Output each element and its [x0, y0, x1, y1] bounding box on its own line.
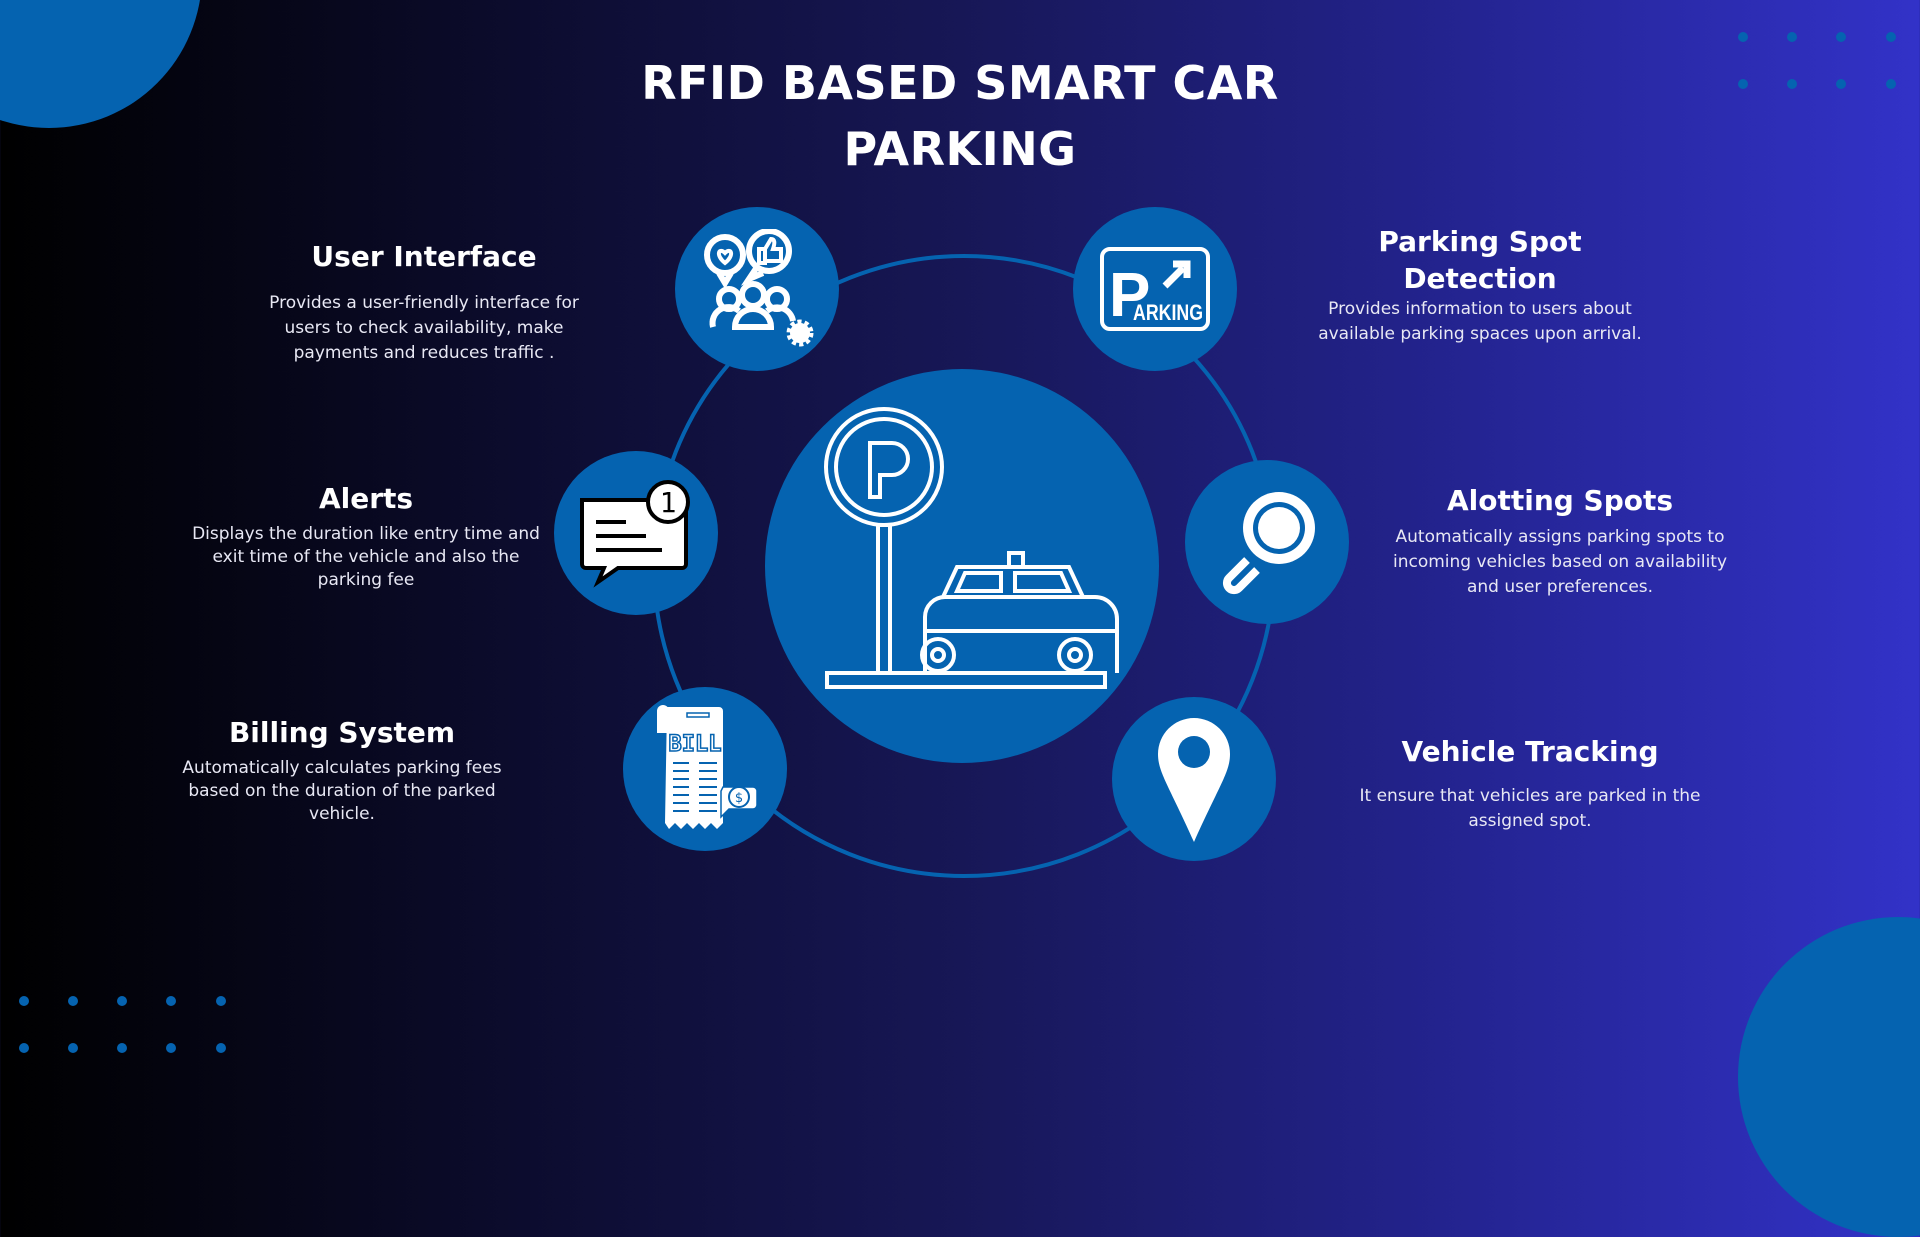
feature-vehicle-tracking: Vehicle Tracking It ensure that vehicles… [1330, 733, 1730, 834]
feature-title: Billing System [228, 716, 456, 749]
svg-text:1: 1 [660, 486, 677, 519]
svg-text:P: P [1109, 261, 1150, 330]
node-user-interface [675, 207, 839, 371]
page-title-line-1: RFID BASED SMART CAR [641, 56, 1279, 110]
feature-description: It ensure that vehicles are parked in th… [1359, 786, 1701, 831]
feature-billing-system: Billing System Automatically calculates … [172, 714, 512, 826]
svg-text:ARKING: ARKING [1133, 300, 1203, 325]
node-alotting-spots [1185, 460, 1349, 624]
feature-title: Alerts [318, 482, 414, 515]
svg-text:$: $ [735, 791, 743, 806]
node-vehicle-tracking [1112, 697, 1276, 861]
node-billing-system: BILL $ [623, 687, 787, 851]
parking-sign-car-icon [824, 407, 1119, 689]
parking-sign-icon: P ARKING [1100, 247, 1210, 331]
node-parking-spot-detection: P ARKING [1073, 207, 1237, 371]
users-feedback-gear-icon [704, 229, 814, 347]
feature-alerts: Alerts Displays the duration like entry … [186, 480, 546, 592]
feature-title: Alotting Spots [1446, 484, 1674, 517]
center-hub [765, 369, 1159, 763]
feature-user-interface: User Interface Provides a user-friendly … [239, 238, 609, 366]
feature-description: Automatically assigns parking spots to i… [1392, 527, 1728, 597]
node-alerts: 1 [554, 451, 718, 615]
page-title: RFID BASED SMART CAR PARKING [560, 50, 1360, 182]
feature-description: Automatically calculates parking fees ba… [182, 758, 502, 824]
feature-description: Provides a user-friendly interface for u… [269, 293, 579, 363]
feature-title: User Interface [311, 240, 537, 273]
page-title-line-2: PARKING [843, 122, 1077, 176]
feature-title: Vehicle Tracking [1401, 735, 1659, 768]
feature-description: Displays the duration like entry time an… [192, 524, 540, 590]
feature-parking-spot-detection: Parking Spot Detection Provides informat… [1280, 223, 1680, 347]
bill-receipt-icon: BILL $ [657, 705, 758, 829]
feature-description: Provides information to users about avai… [1318, 299, 1642, 344]
magnifier-icon [1222, 492, 1315, 595]
decorative-circle-top-left [0, 0, 202, 128]
decorative-circle-bottom-right [1738, 917, 1920, 1237]
feature-alotting-spots: Alotting Spots Automatically assigns par… [1360, 482, 1760, 600]
message-notification-icon: 1 [580, 480, 690, 588]
svg-text:BILL: BILL [669, 732, 722, 757]
feature-title: Parking Spot Detection [1378, 225, 1582, 295]
location-pin-icon [1158, 718, 1230, 842]
